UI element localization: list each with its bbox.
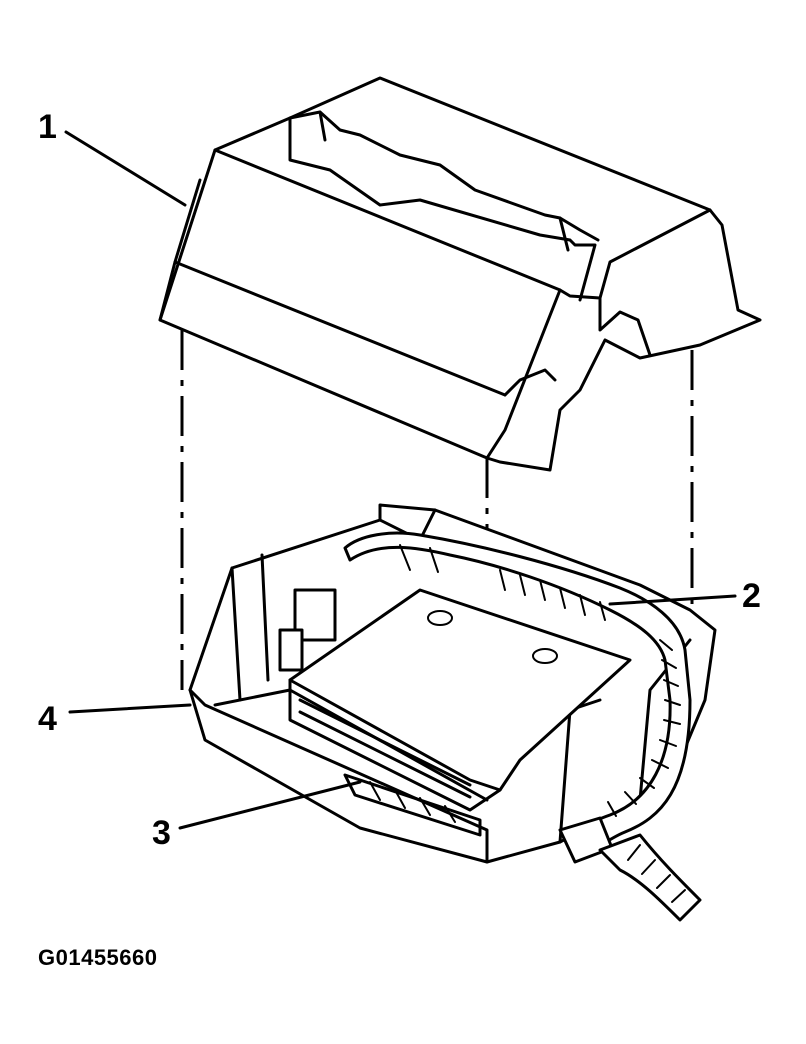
leader-line-3 [178, 780, 362, 830]
leader-line-4 [68, 703, 192, 714]
callout-4: 4 [38, 700, 57, 738]
callout-3: 3 [152, 814, 171, 852]
figure-id: G01455660 [38, 945, 158, 970]
wiring-harness [343, 531, 702, 922]
callout-2: 2 [742, 577, 761, 615]
leader-lines [64, 130, 737, 830]
control-module [278, 588, 632, 837]
leader-line-2 [608, 594, 737, 606]
callout-1: 1 [38, 108, 57, 146]
battery-cover [158, 76, 762, 472]
leader-line-1 [64, 130, 187, 207]
